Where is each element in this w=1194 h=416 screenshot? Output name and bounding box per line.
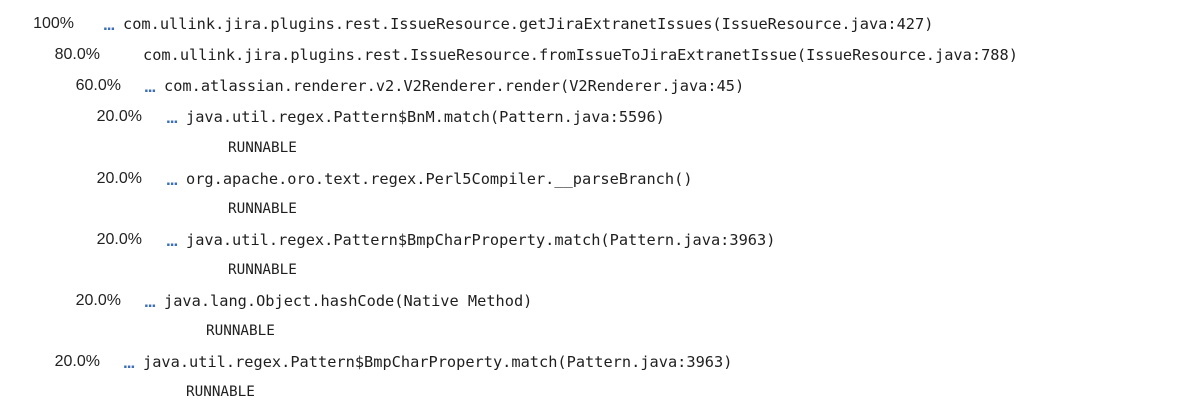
- frame-percentage: 60.0%: [75, 77, 121, 94]
- frame-method-signature: java.lang.Object.hashCode(Native Method): [164, 292, 533, 310]
- stack-frame-row[interactable]: 80.0% com.ullink.jira.plugins.rest.IssueR…: [0, 44, 1018, 66]
- frame-percentage: 20.0%: [96, 170, 142, 187]
- collapsed-frames-ellipsis-icon[interactable]: ...: [103, 15, 115, 34]
- frame-method-signature: com.ullink.jira.plugins.rest.IssueResour…: [143, 46, 1018, 64]
- stack-frame-row[interactable]: 60.0%... com.atlassian.renderer.v2.V2Rend…: [0, 75, 745, 97]
- collapsed-frames-ellipsis-icon[interactable]: ...: [144, 292, 156, 311]
- stack-frame-row[interactable]: 20.0%... java.util.regex.Pattern$BmpCharP…: [0, 351, 733, 373]
- collapsed-frames-ellipsis-icon[interactable]: ...: [166, 231, 178, 250]
- frame-method-signature: java.util.regex.Pattern$BmpCharProperty.…: [186, 231, 776, 249]
- frame-percentage: 20.0%: [54, 353, 100, 370]
- frame-method-signature: org.apache.oro.text.regex.Perl5Compiler.…: [186, 170, 693, 188]
- frame-percentage: 20.0%: [96, 231, 142, 248]
- stack-frame-row[interactable]: 20.0%... java.util.regex.Pattern$BmpCharP…: [0, 229, 776, 251]
- frame-percentage: 20.0%: [96, 108, 142, 125]
- frame-percentage: 20.0%: [75, 292, 121, 309]
- frame-method-signature: com.atlassian.renderer.v2.V2Renderer.ren…: [164, 77, 745, 95]
- thread-state-label: RUNNABLE: [206, 323, 275, 339]
- thread-state-label: RUNNABLE: [228, 140, 297, 156]
- collapsed-frames-ellipsis-icon[interactable]: ...: [144, 77, 156, 96]
- thread-state-label: RUNNABLE: [228, 262, 297, 278]
- frame-method-signature: java.util.regex.Pattern$BnM.match(Patter…: [186, 108, 665, 126]
- frame-method-signature: com.ullink.jira.plugins.rest.IssueResour…: [123, 15, 934, 33]
- stack-frame-row[interactable]: 100%... com.ullink.jira.plugins.rest.Issu…: [0, 13, 933, 35]
- thread-state-label: RUNNABLE: [228, 201, 297, 217]
- thread-state-label: RUNNABLE: [186, 384, 255, 400]
- frame-percentage: 80.0%: [54, 46, 100, 63]
- frame-percentage: 100%: [33, 15, 74, 32]
- collapsed-frames-ellipsis-icon[interactable]: ...: [166, 170, 178, 189]
- stack-frame-row[interactable]: 20.0%... org.apache.oro.text.regex.Perl5C…: [0, 168, 693, 190]
- collapsed-frames-ellipsis-icon[interactable]: ...: [166, 108, 178, 127]
- stack-frame-row[interactable]: 20.0%... java.util.regex.Pattern$BnM.matc…: [0, 106, 665, 128]
- stack-frame-row[interactable]: 20.0%... java.lang.Object.hashCode(Native…: [0, 290, 533, 312]
- collapsed-frames-ellipsis-icon[interactable]: ...: [123, 353, 135, 372]
- frame-method-signature: java.util.regex.Pattern$BmpCharProperty.…: [143, 353, 733, 371]
